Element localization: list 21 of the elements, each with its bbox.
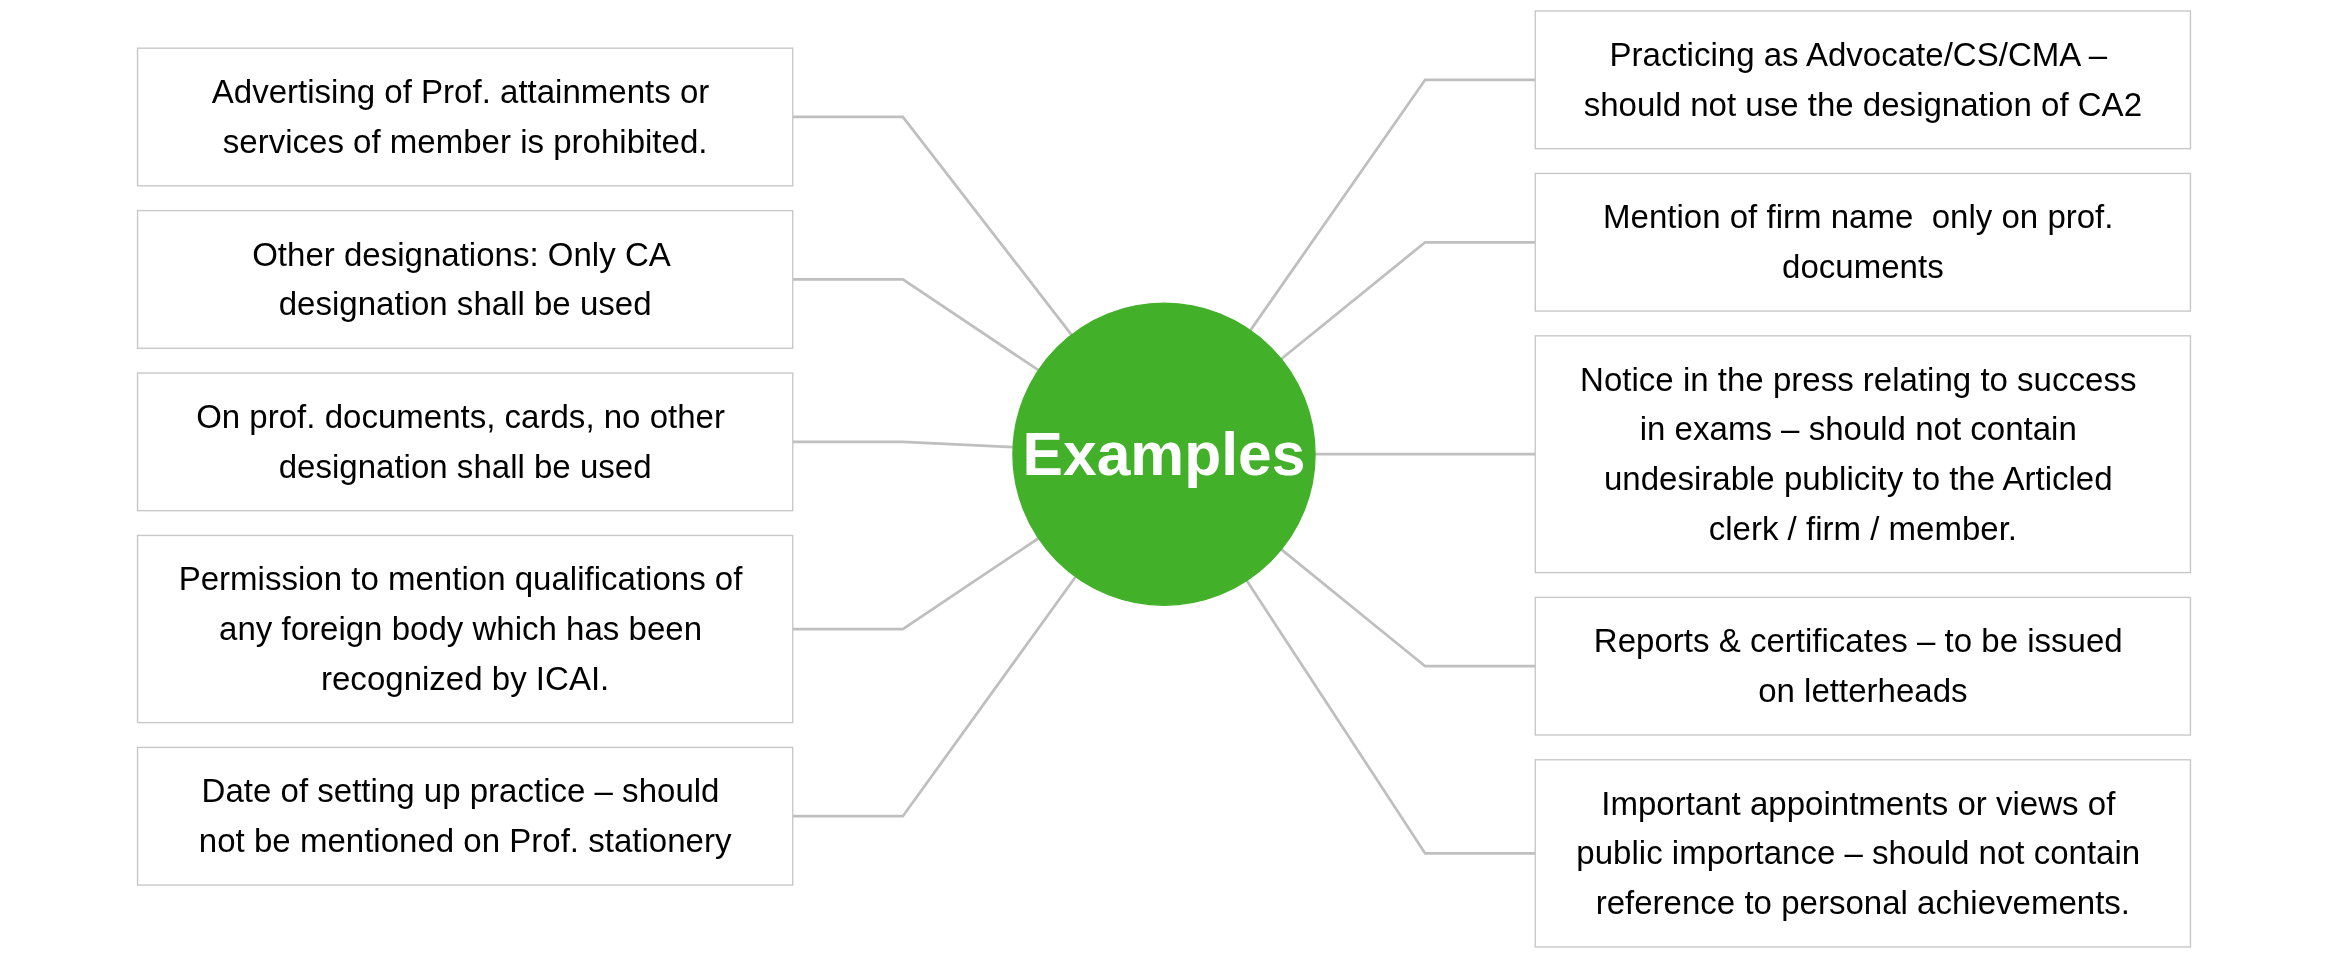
connector bbox=[1249, 78, 1536, 332]
connector bbox=[792, 575, 1077, 818]
node-box: Reports & certificates – to be issued on letterheads bbox=[1534, 596, 2192, 736]
connector bbox=[792, 440, 1014, 449]
connector bbox=[792, 115, 1073, 336]
connector bbox=[792, 537, 1040, 631]
node-box: Important appointments or views of public importance – should not contain reference to personal achievements. bbox=[1534, 759, 2192, 948]
node-box: On prof. documents, cards, no other designation shall be used bbox=[136, 372, 794, 512]
node-box: Other designations: Only CA designation shall be used bbox=[136, 209, 794, 349]
connector bbox=[1245, 579, 1536, 855]
node-box: Practicing as Advocate/CS/CMA – should not use the designation of CA2 bbox=[1534, 10, 2192, 150]
node-box: Notice in the press relating to success in exams – should not contain undesirable publicity to the Articled clerk / firm / member. bbox=[1534, 335, 2192, 574]
node-box: Permission to mention qualifications of any foreign body which has been recognized by ICAI. bbox=[136, 534, 794, 724]
connector bbox=[1280, 240, 1536, 361]
node-box: Advertising of Prof. attainments or services of member is prohibited. bbox=[136, 47, 794, 187]
node-box: Date of setting up practice – should not be mentioned on Prof. stationery bbox=[136, 746, 794, 886]
connector bbox=[792, 278, 1040, 372]
node-circle: Examples bbox=[1012, 302, 1316, 606]
node-box: Mention of firm name only on prof. documents bbox=[1534, 172, 2192, 312]
connector bbox=[1315, 452, 1536, 456]
connector bbox=[1280, 548, 1536, 668]
